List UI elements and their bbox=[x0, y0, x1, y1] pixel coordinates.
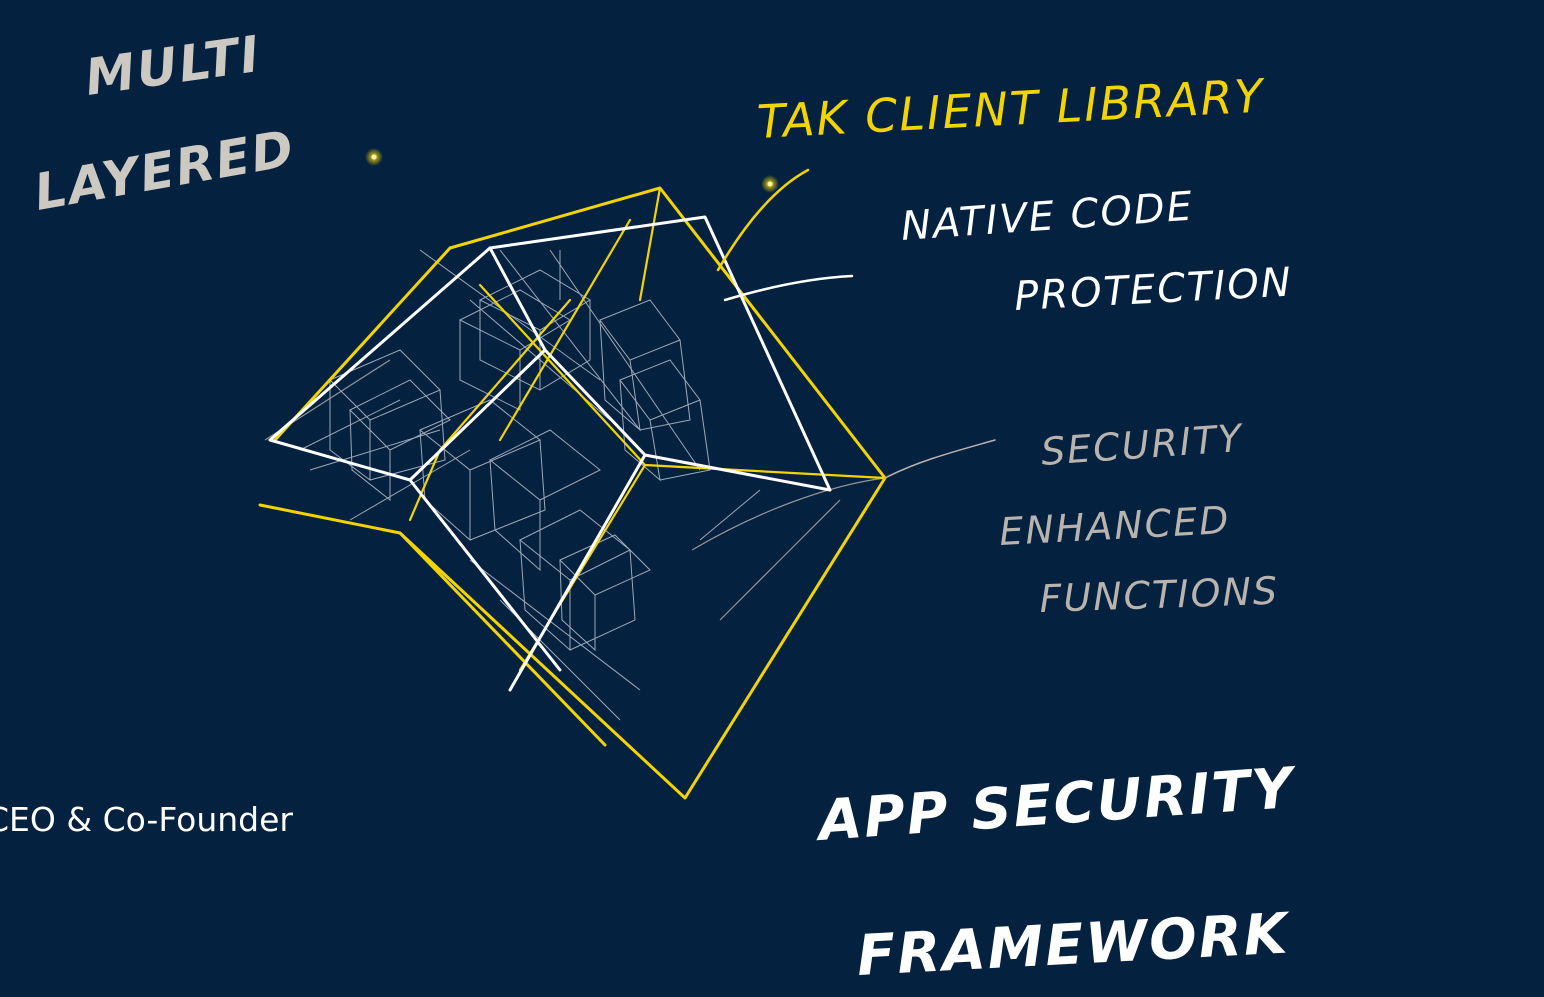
multi-layered-label: MULTI LAYERED bbox=[30, 25, 299, 222]
security-line-1: SECURITY bbox=[1040, 416, 1246, 474]
sparkle-icon bbox=[371, 154, 377, 160]
native-leader-line bbox=[723, 274, 854, 302]
app-security-line-1: APP SECURITY bbox=[812, 756, 1300, 855]
tak-leader-line bbox=[716, 168, 810, 272]
multi-layered-line-2: LAYERED bbox=[30, 119, 299, 222]
native-code-line-2: PROTECTION bbox=[1013, 259, 1294, 320]
yellow-outer-cube bbox=[258, 186, 887, 800]
white-cube bbox=[268, 215, 832, 692]
app-security-line-2: FRAMEWORK bbox=[855, 901, 1292, 989]
security-line-2: ENHANCED bbox=[998, 498, 1231, 554]
tak-client-library-label: TAK CLIENT LIBRARY bbox=[756, 68, 1268, 149]
caption-text: CEO & Co-Founder bbox=[0, 800, 293, 839]
multi-layered-line-1: MULTI bbox=[82, 25, 265, 107]
native-code-protection-label: NATIVE CODE PROTECTION bbox=[899, 184, 1293, 320]
sparkle-icon bbox=[767, 181, 773, 187]
app-security-framework-label: APP SECURITY FRAMEWORK bbox=[812, 756, 1300, 989]
native-code-line-1: NATIVE CODE bbox=[899, 184, 1195, 250]
security-enhanced-functions-label: SECURITY ENHANCED FUNCTIONS bbox=[998, 416, 1280, 621]
inner-cubes-sketch bbox=[299, 249, 761, 721]
security-line-3: FUNCTIONS bbox=[1039, 569, 1280, 621]
security-leader-line bbox=[884, 439, 996, 479]
